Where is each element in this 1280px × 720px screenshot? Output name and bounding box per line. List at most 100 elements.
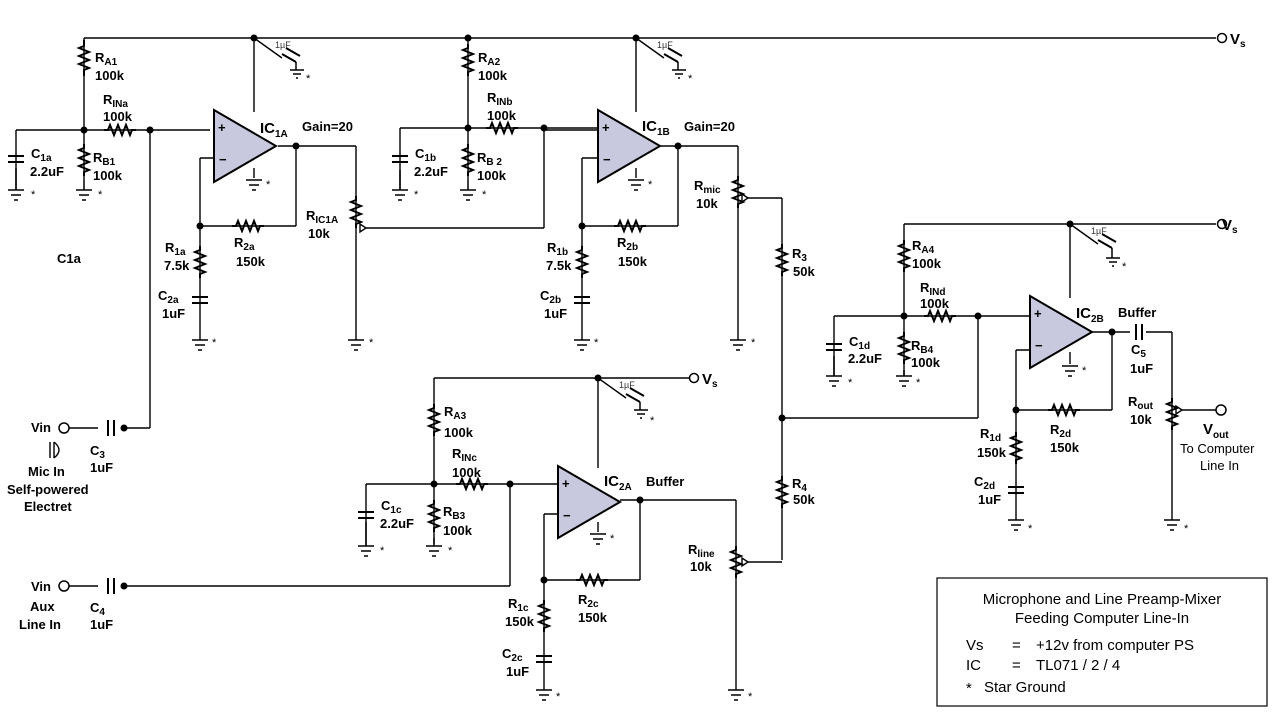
rout-value: 10k [1130, 412, 1152, 427]
c2a-value: 1uF [162, 306, 185, 321]
vs-label-top: Vs [1230, 31, 1246, 50]
legend-row1-eq: = [1012, 637, 1021, 654]
svg-text:−: − [603, 152, 611, 167]
resistors [76, 40, 1180, 632]
svg-text:*: * [594, 337, 599, 349]
legend-row3: Star Ground [984, 679, 1066, 696]
svg-text:+: + [1034, 306, 1042, 321]
r2a-value: 150k [236, 254, 266, 269]
ic1b-labels: IC1B Gain=20 RA2 100k RB 2 100k RINb 100… [414, 50, 735, 321]
c4-name: C4 [90, 600, 105, 618]
svg-text:*: * [414, 189, 419, 201]
vs-terminal-top[interactable] [1216, 32, 1228, 44]
rb4-name: RB4 [911, 338, 934, 356]
svg-text:+: + [562, 476, 570, 491]
ra4-value: 100k [912, 256, 942, 271]
c1b-value: 2.2uF [414, 164, 448, 179]
r3-value: 50k [793, 264, 815, 279]
legend-title-2: Feeding Computer Line-In [1015, 610, 1189, 627]
svg-text:*: * [448, 545, 453, 557]
legend-row1-value: +12v from computer PS [1036, 637, 1194, 654]
legend-star-icon: * [966, 680, 972, 697]
rina-value: 100k [103, 109, 133, 124]
opamp-ic2b: +− [1029, 294, 1094, 370]
r4-value: 50k [793, 492, 815, 507]
mic-vin-label: Vin [31, 420, 51, 435]
rb4-value: 100k [911, 355, 941, 370]
c3-name: C3 [90, 443, 105, 461]
svg-text:*: * [556, 691, 561, 703]
vs-terminal-ic2a[interactable] [688, 372, 700, 384]
aux-vin-label: Vin [31, 579, 51, 594]
opamp-ic2a: +− [557, 464, 622, 540]
r1d-value: 150k [977, 445, 1007, 460]
legend-title-1: Microphone and Line Preamp-Mixer [983, 591, 1221, 608]
svg-text:*: * [266, 179, 271, 191]
svg-text:*: * [648, 179, 653, 191]
c2c-name: C2c [502, 646, 523, 664]
mic-vin-terminal[interactable] [58, 422, 70, 434]
ic2b-name: IC2B [1076, 305, 1104, 325]
ra1-value: 100k [95, 68, 125, 83]
aux-vin-terminal[interactable] [58, 580, 70, 592]
r4-name: R4 [792, 476, 807, 494]
ic2a-labels: IC2A Buffer RA3 100k RB3 100k RINc 100k … [380, 404, 715, 679]
r1d-name: R1d [980, 426, 1001, 444]
c2d-value: 1uF [978, 492, 1001, 507]
svg-text:−: − [1035, 338, 1043, 353]
rb2-value: 100k [477, 168, 507, 183]
svg-text:*: * [482, 189, 487, 201]
opamp-ic1b: +− [597, 108, 662, 184]
rb1-name: RB1 [93, 150, 116, 168]
vs-terminal-ic2b[interactable] [1216, 218, 1228, 230]
rinb-name: RINb [487, 90, 513, 108]
svg-text:+: + [218, 120, 226, 135]
rina-name: RINa [103, 92, 128, 110]
ric1a-name: RIC1A [306, 208, 338, 226]
ra1-name: RA1 [95, 50, 118, 68]
c1c-value: 2.2uF [380, 516, 414, 531]
svg-text:*: * [848, 377, 853, 389]
junction-dots [80, 34, 1116, 590]
rline-name: Rline [688, 542, 715, 560]
rout-name: Rout [1128, 394, 1154, 412]
r2c-name: R2c [578, 592, 599, 610]
rinc-name: RINc [452, 446, 477, 464]
svg-text:*: * [98, 189, 103, 201]
ra4-name: RA4 [912, 238, 935, 256]
ic2b-labels: IC2B Buffer RA4 100k RB4 100k RINd 100k … [848, 238, 1156, 507]
r1b-value: 7.5k [546, 258, 572, 273]
r2d-name: R2d [1050, 422, 1071, 440]
svg-text:*: * [212, 337, 217, 349]
rb2-name: RB 2 [477, 150, 502, 168]
to-computer-label: To Computer [1180, 441, 1255, 456]
r1c-name: R1c [508, 596, 529, 614]
svg-text:*: * [748, 691, 753, 703]
r1c-value: 150k [505, 614, 535, 629]
legend-row2-value: TL071 / 2 / 4 [1036, 657, 1120, 674]
c3-value: 1uF [90, 460, 113, 475]
c1d-name: C1d [849, 334, 870, 352]
ric1a-value: 10k [308, 226, 330, 241]
c1d-value: 2.2uF [848, 351, 882, 366]
rmic-name: Rmic [694, 178, 721, 196]
ic2b-buffer: Buffer [1118, 305, 1156, 320]
legend-row2-key: IC [966, 657, 981, 674]
r2b-name: R2b [617, 235, 638, 253]
input-labels: C1a Vin C3 1uF Mic In Self-powered Elect… [7, 251, 113, 632]
ic2a-buffer: Buffer [646, 474, 684, 489]
line-in-label: Line In [19, 617, 61, 632]
vout-terminal[interactable] [1215, 404, 1227, 416]
svg-text:*: * [1122, 261, 1127, 273]
c2d-name: C2d [974, 474, 995, 492]
aux-label: Aux [30, 599, 55, 614]
legend-row2-eq: = [1012, 657, 1021, 674]
self-powered-label: Self-powered [7, 482, 89, 497]
svg-text:−: − [563, 508, 571, 523]
rb3-value: 100k [443, 523, 473, 538]
r3-name: R3 [792, 246, 807, 264]
ic2a-name: IC2A [604, 473, 632, 493]
svg-text:*: * [610, 533, 615, 545]
ic1a-labels: IC1A Gain=20 RA1 100k RB1 100k RINa 100k… [30, 50, 353, 321]
